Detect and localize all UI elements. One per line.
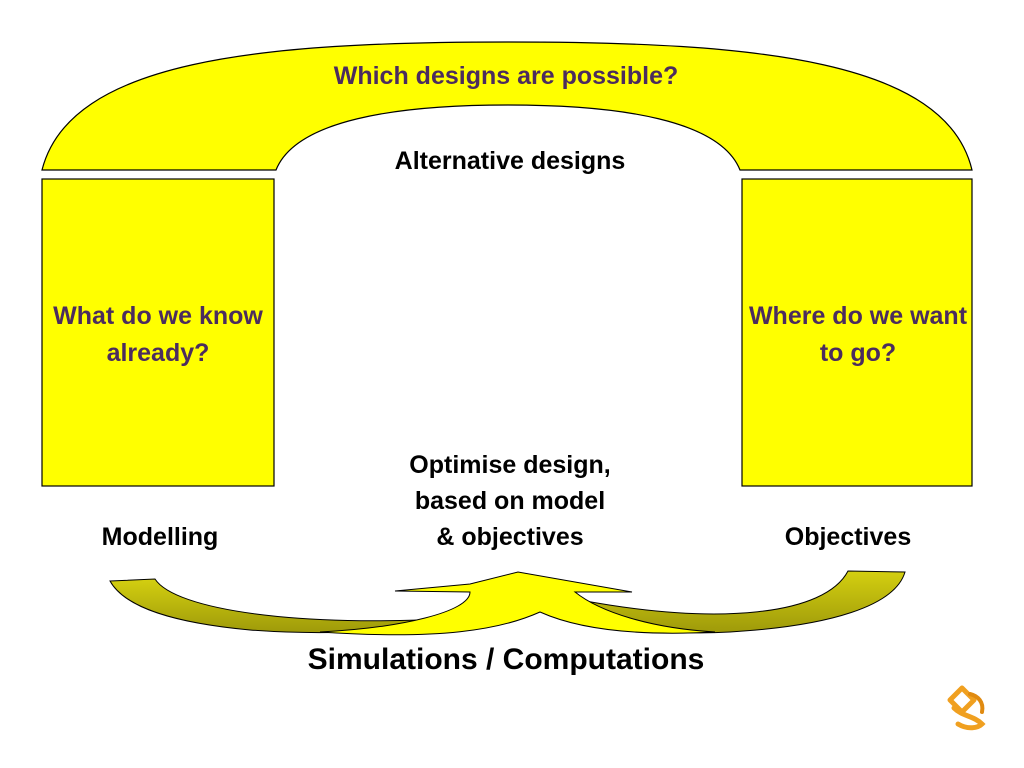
right-box-label: Where do we want to go?	[748, 302, 968, 367]
center-label-line: based on model	[414, 487, 606, 515]
top-arch	[41, 41, 973, 171]
ribbon-logo-icon	[947, 685, 986, 731]
left-caption: Modelling	[101, 523, 219, 551]
inner-label: Alternative designs	[394, 147, 626, 175]
center-label-line: Optimise design,	[409, 451, 611, 479]
center-label-line: & objectives	[436, 523, 584, 551]
center-label: Optimise design, based on model & object…	[330, 447, 690, 555]
arch-label: Which designs are possible?	[333, 62, 679, 90]
right-box	[741, 178, 973, 487]
bottom-label: Simulations / Computations	[307, 643, 705, 676]
left-box-label: What do we know already?	[53, 302, 263, 367]
right-caption: Objectives	[784, 523, 912, 551]
left-box	[41, 178, 275, 487]
center-up-arrow	[319, 571, 716, 636]
